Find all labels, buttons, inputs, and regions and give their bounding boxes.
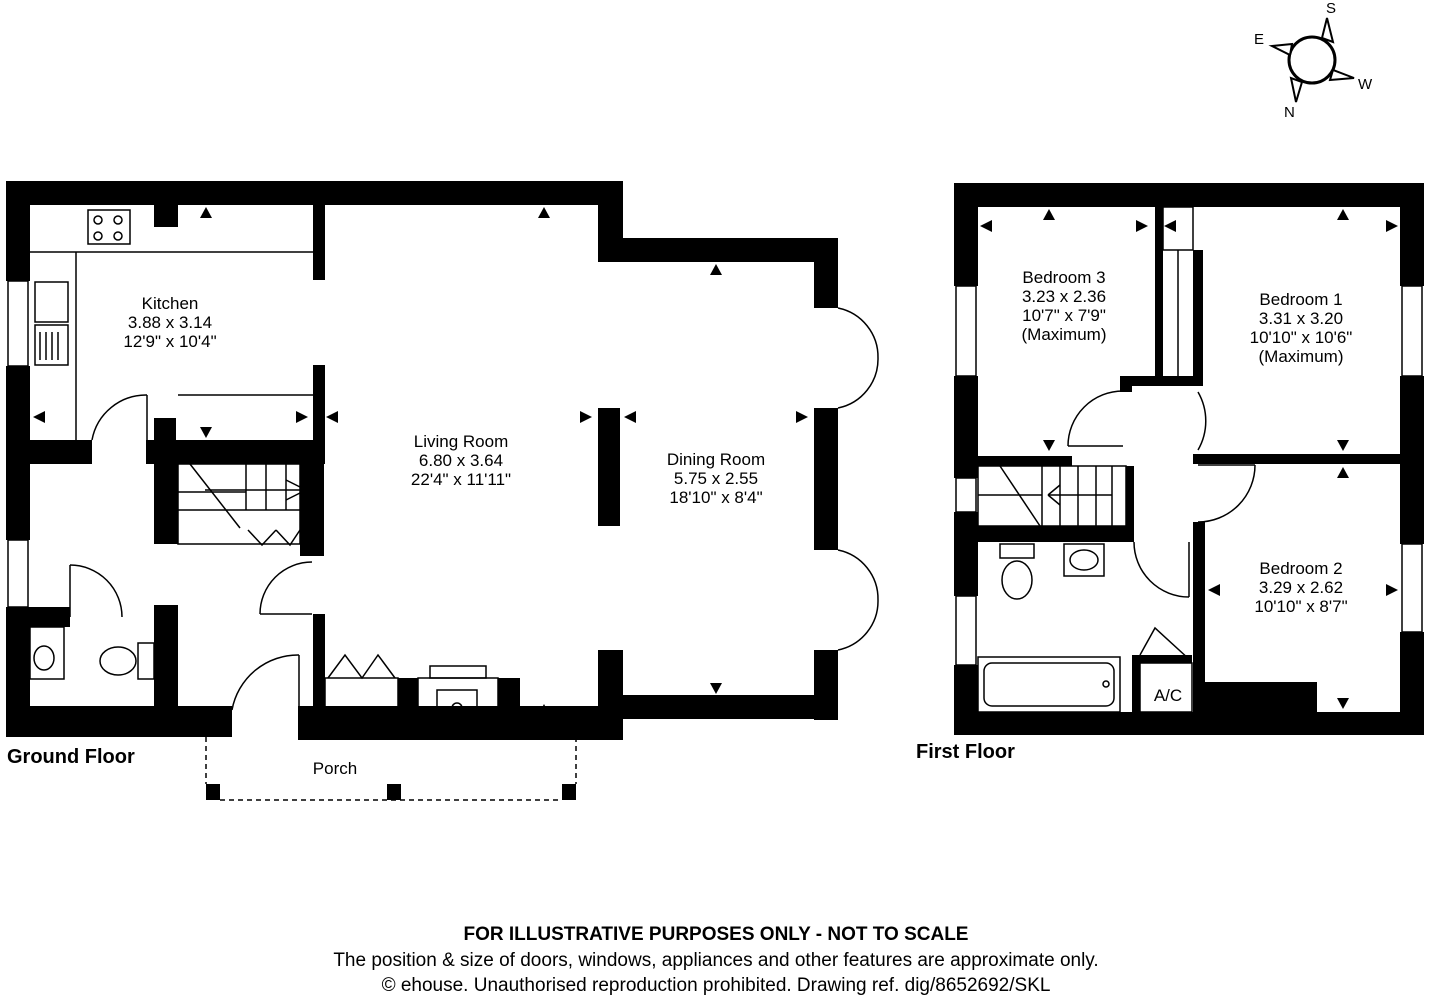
compass-west-label: W — [1358, 76, 1373, 93]
porch-label: Porch — [312, 759, 358, 778]
disclaimer-note: The position & size of doors, windows, a… — [333, 950, 1099, 971]
room-size-metric: 3.29 x 2.62 — [1258, 578, 1344, 597]
room-size-imperial: 10'7" x 7'9" — [1022, 306, 1106, 325]
room-name: Bedroom 2 — [1259, 559, 1343, 578]
room-size-metric: 6.80 x 3.64 — [418, 451, 504, 470]
copyright-notice: © ehouse. Unauthorised reproduction proh… — [381, 975, 1051, 996]
compass-north-label: N — [1284, 104, 1295, 121]
room-size-imperial: 10'10" x 8'7" — [1254, 597, 1348, 616]
room-size-metric: 3.88 x 3.14 — [127, 313, 213, 332]
living-room-label: Living Room 6.80 x 3.64 22'4" x 11'11" — [411, 432, 511, 489]
room-size-note: (Maximum) — [1021, 325, 1107, 344]
airing-cupboard-label: A/C — [1153, 686, 1183, 705]
dimension-arrows — [33, 207, 808, 715]
bedroom-2-label: Bedroom 2 3.29 x 2.62 10'10" x 8'7" — [1254, 559, 1347, 616]
room-name: Bedroom 1 — [1259, 290, 1343, 309]
bedroom-1-label: Bedroom 1 3.31 x 3.20 10'10" x 10'6" (Ma… — [1250, 290, 1353, 366]
kitchen-label: Kitchen 3.88 x 3.14 12'9" x 10'4" — [123, 294, 216, 351]
ground-floor-fixtures — [7, 209, 879, 801]
first-floor-fixtures — [955, 206, 1423, 713]
dining-room-label: Dining Room 5.75 x 2.55 18'10" x 8'4" — [667, 450, 765, 507]
compass-south-label: S — [1326, 0, 1337, 17]
room-size-note: (Maximum) — [1258, 347, 1344, 366]
room-size-imperial: 18'10" x 8'4" — [669, 488, 763, 507]
room-size-metric: 3.23 x 2.36 — [1021, 287, 1107, 306]
room-name: Kitchen — [141, 294, 199, 313]
first-floor-title: First Floor — [916, 741, 1015, 763]
bedroom-3-label: Bedroom 3 3.23 x 2.36 10'7" x 7'9" (Maxi… — [1022, 268, 1107, 344]
room-name: Dining Room — [666, 450, 766, 469]
ground-floor-plan — [6, 181, 838, 800]
room-size-metric: 5.75 x 2.55 — [673, 469, 759, 488]
compass-east-label: E — [1254, 31, 1265, 48]
room-name: Bedroom 3 — [1022, 268, 1106, 287]
first-floor-plan — [954, 183, 1424, 735]
first-floor-arrows — [980, 209, 1398, 709]
room-size-imperial: 12'9" x 10'4" — [123, 332, 217, 351]
room-name: Living Room — [413, 432, 509, 451]
disclaimer-heading: FOR ILLUSTRATIVE PURPOSES ONLY - NOT TO … — [463, 924, 969, 945]
room-size-imperial: 10'10" x 10'6" — [1249, 328, 1353, 347]
ground-floor-title: Ground Floor — [7, 746, 135, 768]
compass-rose-icon — [1268, 17, 1355, 103]
room-size-metric: 3.31 x 3.20 — [1258, 309, 1344, 328]
room-size-imperial: 22'4" x 11'11" — [410, 470, 512, 489]
